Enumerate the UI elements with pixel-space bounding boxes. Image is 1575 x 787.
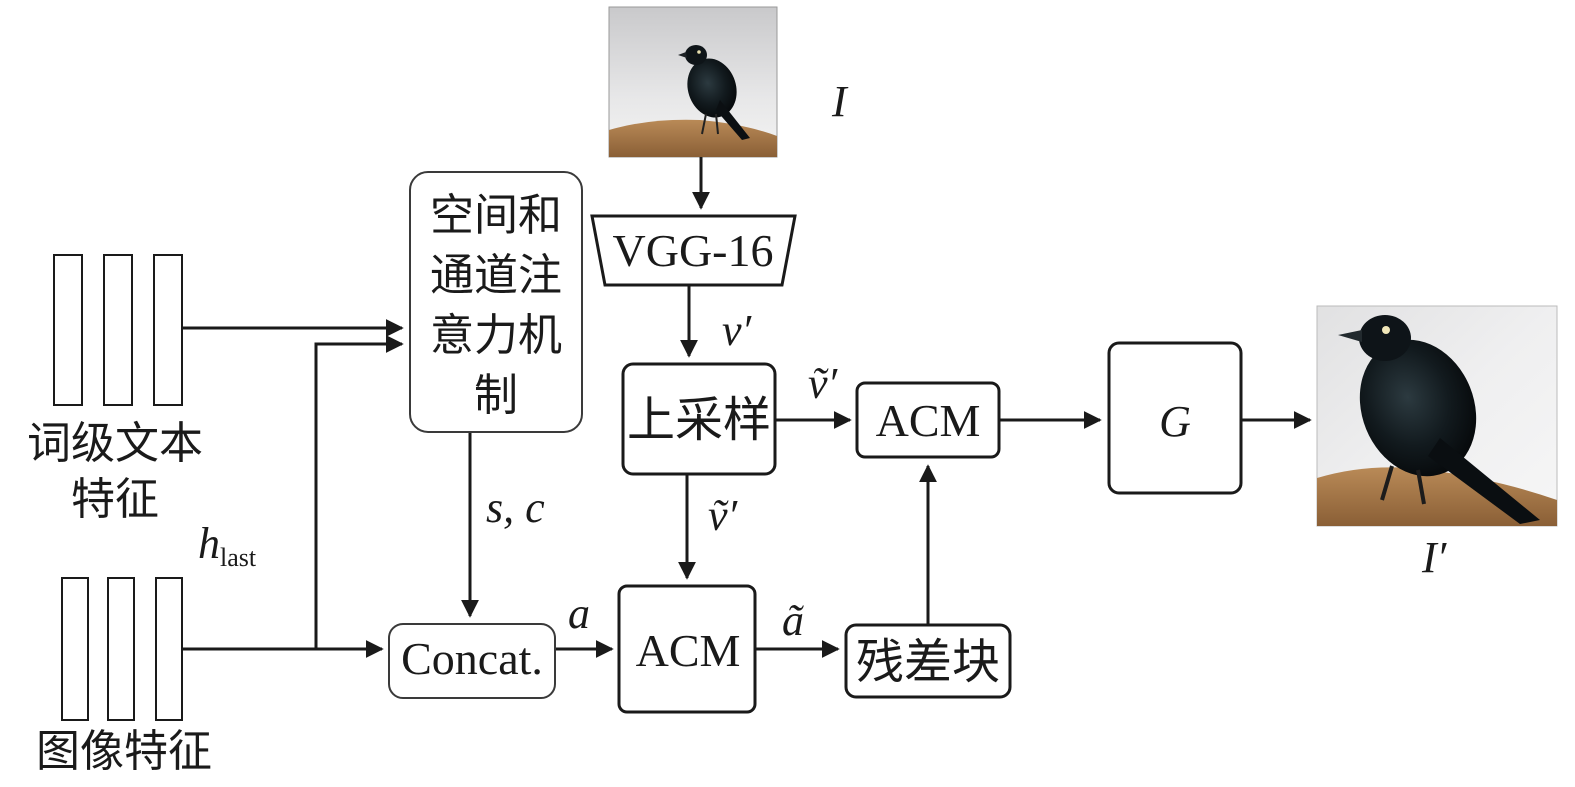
arrow-image-to-attention (314, 335, 404, 649)
vgg16-label: VGG-16 (613, 225, 774, 276)
h-last-label: hlast (198, 519, 257, 572)
concat-block (388, 623, 556, 699)
attention-label-line2: 通道注 (430, 250, 562, 301)
v-tilde-right-label: ṽ′ (808, 359, 839, 408)
input-bird-image (608, 6, 778, 158)
upsample-block (621, 362, 777, 476)
attention-label-line4: 制 (474, 370, 518, 421)
attention-block (409, 171, 583, 433)
residual-block (844, 623, 1012, 699)
output-image-label: I′ (1421, 533, 1448, 582)
residual-label: 残差块 (856, 634, 1000, 690)
acm-bottom-block (617, 584, 757, 714)
image-feature-label: 图像特征 (36, 726, 212, 777)
upsample-label: 上采样 (627, 392, 771, 448)
word-text-feature-bars (53, 254, 183, 406)
acm-bottom-label: ACM (636, 625, 741, 676)
generator-label: G (1159, 397, 1191, 446)
word-text-feature-label-line1: 词级文本 (27, 418, 203, 469)
acm-top-block (855, 381, 1001, 459)
a-label: a (568, 589, 590, 638)
attention-label-line1: 空间和 (430, 190, 562, 241)
word-text-feature-label-line2: 特征 (71, 474, 159, 525)
image-feature-bars (61, 577, 183, 721)
a-tilde-label: ã (782, 596, 804, 645)
acm-top-label: ACM (876, 395, 981, 446)
v-tilde-down-label: ṽ′ (708, 491, 739, 540)
attention-label-line3: 意力机 (430, 310, 562, 361)
concat-label: Concat. (401, 633, 543, 684)
generator-block (1107, 341, 1243, 495)
s-c-label: s, c (486, 483, 545, 532)
output-bird-image (1316, 305, 1558, 527)
vgg16-block (590, 214, 797, 287)
input-image-label: I (831, 77, 849, 126)
v-prime-label: v′ (722, 306, 753, 355)
